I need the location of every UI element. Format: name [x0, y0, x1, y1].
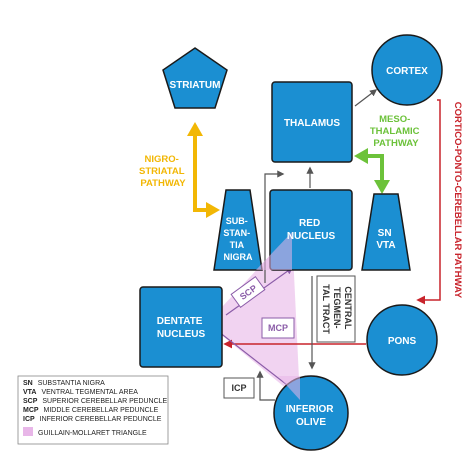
legend-abbr-vta: VTA	[23, 389, 36, 396]
central-tegmental-label-1: CENTRAL	[343, 286, 353, 329]
inferior-olive-label-2: OLIVE	[296, 417, 326, 428]
svg-text:RED NUCLEUS: RED NUCLEUS	[287, 218, 336, 242]
legend: SN SUBSTANTIA NIGRA VTA VENTRAL TEGMENTA…	[17, 375, 169, 445]
svg-text:GUILLAIN-MOLLARET TRIANGLE: GUILLAIN-MOLLARET TRIANGLE	[38, 430, 147, 437]
nigrostriatal-arrow	[193, 132, 208, 212]
mesothalamic-label-1: MESO-	[379, 114, 410, 125]
mesothalamic-arrowhead-left	[354, 148, 368, 164]
svg-text:ICP: ICP	[231, 383, 246, 393]
svg-text:STRIATUM: STRIATUM	[170, 80, 221, 91]
sn-vta-label-2: VTA	[376, 240, 395, 251]
cortico-ponto-cerebellar-arrow	[416, 99, 441, 305]
svg-text:THALAMUS: THALAMUS	[284, 118, 340, 129]
central-tegmental-tract-box	[316, 275, 356, 343]
svg-text:CORTICO-PONTO-CEREBELLAR PATHW: CORTICO-PONTO-CEREBELLAR PATHWAY	[452, 102, 463, 299]
striatum-node[interactable]	[162, 47, 228, 109]
legend-abbr-icp: ICP	[23, 416, 35, 423]
dentate-nucleus-label-2: NUCLEUS	[157, 329, 206, 340]
svg-text:PONS: PONS	[388, 336, 417, 347]
legend-triangle-swatch	[23, 427, 33, 436]
mcp-tag: MCP	[268, 323, 288, 333]
svg-text:SUB- STAN- TIA NIG: SUB- STAN- TIA NIGRA	[223, 216, 253, 262]
svg-text:MCP: MCP	[268, 323, 288, 333]
dentate-nucleus-label-1: DENTATE	[157, 316, 203, 327]
cortex-label: CORTEX	[386, 66, 428, 77]
triangle-overlay-olive	[278, 376, 300, 400]
mesothalamic-label-3: PATHWAY	[373, 138, 419, 149]
red-nucleus-label-1: RED	[299, 218, 320, 229]
legend-text-scp: SUPERIOR CEREBELLAR PEDUNCLE	[42, 398, 167, 405]
legend-text-sn: SUBSTANTIA NIGRA	[38, 380, 105, 387]
mesothalamic-label-2: THALAMIC	[370, 126, 420, 137]
thalamus-label: THALAMUS	[284, 118, 340, 129]
svg-text:DENTATE NUCLEUS: DENTATE NUCLEUS	[157, 316, 206, 340]
substantia-nigra-label-4: NIGRA	[224, 252, 254, 262]
nigrostriatal-arrowhead-right	[206, 202, 220, 218]
legend-abbr-scp: SCP	[23, 398, 38, 405]
scp-tag-box	[230, 276, 266, 308]
svg-text:NIGRO- STRIATAL PATHWA: NIGRO- STRIATAL PATHWAY	[139, 154, 187, 189]
legend-abbr-mcp: MCP	[23, 407, 39, 414]
icp-tag: ICP	[231, 383, 246, 393]
cortex-node[interactable]	[371, 34, 443, 106]
substantia-nigra-label-3: TIA	[230, 240, 245, 250]
central-tegmental-label-2: TEGMEN-	[332, 287, 342, 329]
red-nucleus-label-2: NUCLEUS	[287, 231, 336, 242]
mesothalamic-arrow	[366, 154, 384, 182]
svg-text:ICP INFERIOR CEREBELLAR: ICP INFERIOR CEREBELLAR PEDUNCLE	[23, 416, 162, 423]
sn-vta-node[interactable]	[361, 193, 411, 271]
svg-text:SN SUBSTANTIA NIGRA: SN SUBSTANTIA NIGRA	[23, 380, 105, 387]
mcp-tag-box	[261, 317, 295, 339]
guillain-mollaret-triangle	[207, 232, 300, 400]
svg-text:VTA VENTRAL TEGMENTAL AR: VTA VENTRAL TEGMENTAL AREA	[23, 389, 138, 396]
svg-text:SCP SUPERIOR CEREBELLAR: SCP SUPERIOR CEREBELLAR PEDUNCLE	[23, 398, 168, 405]
thalamus-to-cortex-arrow	[354, 89, 378, 107]
pons-label: PONS	[388, 336, 417, 347]
svg-text:INFERIOR OLIVE: INFERIOR OLIVE	[286, 404, 337, 428]
striatum-label: STRIATUM	[170, 80, 221, 91]
cortico-ponto-cerebellar-label: CORTICO-PONTO-CEREBELLAR PATHWAY	[452, 102, 463, 299]
nigrostriatal-arrowhead-up	[187, 122, 203, 136]
dentate-nucleus-node[interactable]	[139, 286, 223, 368]
legend-text-icp: INFERIOR CEREBELLAR PEDUNCLE	[40, 416, 162, 423]
svg-text:MCP MIDDLE CEREBELLAR PE: MCP MIDDLE CEREBELLAR PEDUNCLE	[23, 407, 159, 414]
svg-text:MESO- THALAMIC PATHWAY: MESO- THALAMIC PATHWAY	[370, 114, 422, 149]
mesothalamic-arrowhead-down	[374, 180, 390, 194]
legend-triangle-label: GUILLAIN-MOLLARET TRIANGLE	[38, 430, 147, 437]
central-tegmental-label-3: TAL TRACT	[321, 284, 331, 334]
svg-text:CORTEX: CORTEX	[386, 66, 428, 77]
svg-text:SN VTA: SN VTA	[376, 228, 395, 251]
inferior-olive-node[interactable]	[273, 375, 349, 451]
nigrostriatal-label-2: STRIATAL	[139, 166, 185, 177]
legend-abbr-sn: SN	[23, 380, 33, 387]
triangle-overlay-red-nucleus	[256, 232, 292, 270]
icp-tag-box	[223, 377, 255, 399]
inferior-olive-label-1: INFERIOR	[286, 404, 335, 415]
sn-vta-label-1: SN	[378, 228, 392, 239]
legend-text-mcp: MIDDLE CEREBELLAR PEDUNCLE	[44, 407, 159, 414]
nigrostriatal-label-3: PATHWAY	[140, 178, 186, 189]
substantia-nigra-label-2: STAN-	[223, 228, 250, 238]
nigrostriatal-label-1: NIGRO-	[145, 154, 179, 165]
legend-text-vta: VENTRAL TEGMENTAL AREA	[41, 389, 138, 396]
svg-text:CENTRAL TEGMEN- TAL TR: CENTRAL TEGMEN- TAL TRACT	[321, 284, 353, 334]
legend-box	[17, 375, 169, 445]
olive-to-icp-arrow	[256, 370, 275, 401]
pons-node[interactable]	[366, 304, 438, 376]
thalamus-node[interactable]	[271, 81, 353, 163]
dentate-to-thalamus-arrow	[264, 170, 285, 283]
substantia-nigra-label-1: SUB-	[226, 216, 248, 226]
